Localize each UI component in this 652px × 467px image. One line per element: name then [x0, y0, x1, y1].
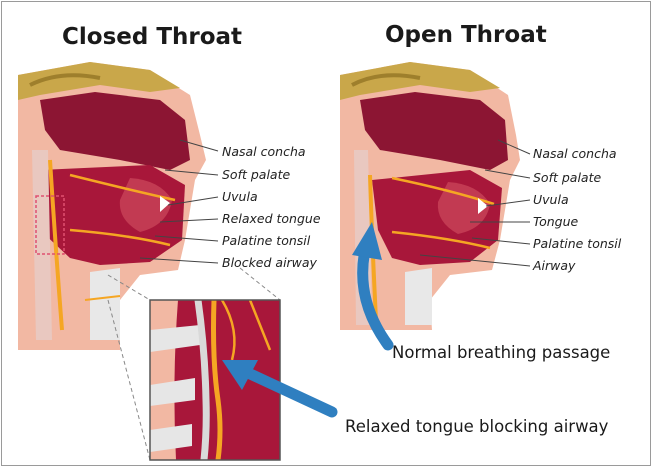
label-open-nasal-concha: Nasal concha: [533, 146, 617, 161]
title-open-throat: Open Throat: [385, 22, 547, 48]
label-closed-palatine-tonsil: Palatine tonsil: [222, 233, 310, 248]
label-open-airway: Airway: [533, 258, 575, 273]
label-closed-uvula: Uvula: [222, 189, 258, 204]
label-open-palatine-tonsil: Palatine tonsil: [533, 236, 621, 251]
caption-tongue-blocking: Relaxed tongue blocking airway: [345, 417, 608, 436]
label-closed-relaxed-tongue: Relaxed tongue: [222, 211, 321, 226]
title-closed-throat: Closed Throat: [62, 24, 242, 50]
label-closed-soft-palate: Soft palate: [222, 167, 290, 182]
caption-normal-breathing: Normal breathing passage: [392, 343, 610, 362]
label-closed-blocked-airway: Blocked airway: [222, 255, 317, 270]
label-open-uvula: Uvula: [533, 192, 569, 207]
label-open-tongue: Tongue: [533, 214, 578, 229]
label-open-soft-palate: Soft palate: [533, 170, 601, 185]
label-closed-nasal-concha: Nasal concha: [222, 144, 306, 159]
